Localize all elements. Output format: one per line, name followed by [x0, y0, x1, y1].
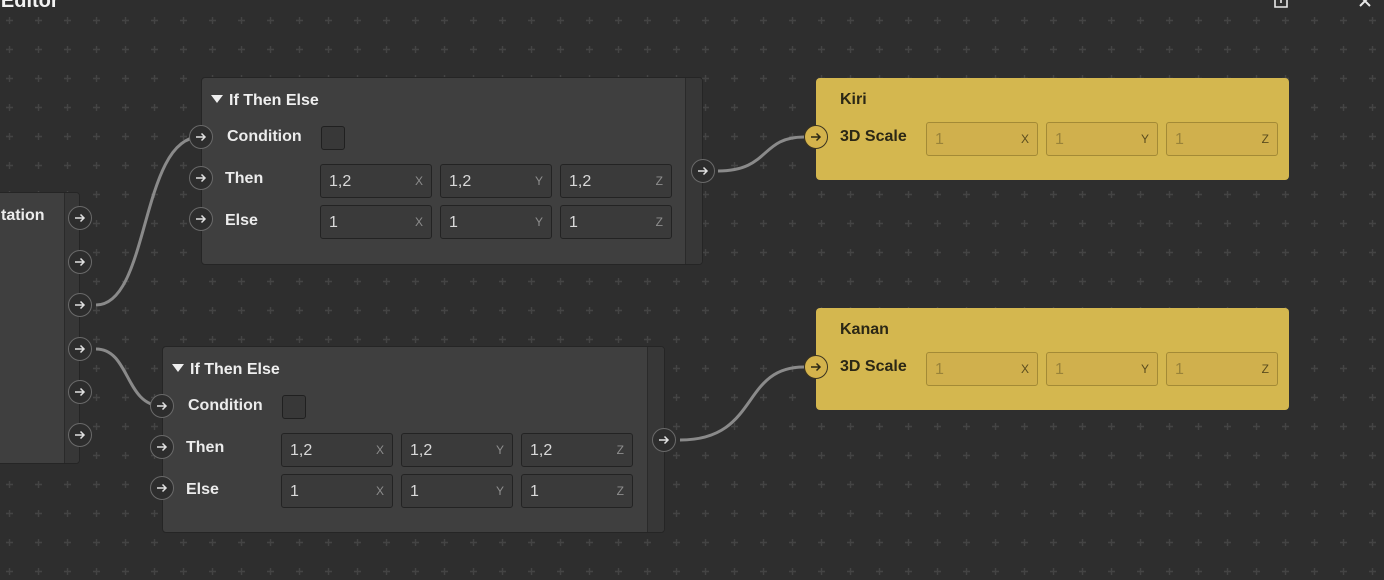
source-output-port-3[interactable]	[68, 293, 92, 317]
kiri-scale-label: 3D Scale	[840, 128, 907, 145]
if-1-else-port[interactable]	[189, 207, 213, 231]
if-1-output-port[interactable]	[691, 159, 715, 183]
kanan-scale-label: 3D Scale	[840, 358, 907, 375]
source-output-port-4[interactable]	[68, 337, 92, 361]
if-1-condition-port[interactable]	[189, 125, 213, 149]
then-label: Then	[186, 439, 225, 456]
source-output-port-5[interactable]	[68, 380, 92, 404]
condition-label: Condition	[188, 397, 263, 414]
export-icon[interactable]	[1272, 0, 1290, 10]
condition-label: Condition	[227, 128, 302, 145]
source-output-port-2[interactable]	[68, 250, 92, 274]
window-title: ch Editor	[0, 0, 59, 12]
else-label: Else	[186, 481, 219, 498]
source-node-label: tation	[1, 207, 45, 224]
collapse-triangle-icon[interactable]	[172, 364, 184, 372]
then-label: Then	[225, 170, 264, 187]
node-title: If Then Else	[172, 361, 280, 379]
condition-checkbox[interactable]	[282, 395, 306, 419]
source-output-port-1[interactable]	[68, 206, 92, 230]
kiri-node-title: Kiri	[840, 91, 867, 108]
if-2-else-port[interactable]	[150, 476, 174, 500]
kiri-scale-input-port[interactable]	[804, 125, 828, 149]
condition-checkbox[interactable]	[321, 126, 345, 150]
if-2-condition-port[interactable]	[150, 394, 174, 418]
collapse-triangle-icon[interactable]	[211, 95, 223, 103]
node-title: If Then Else	[211, 92, 319, 110]
source-output-port-6[interactable]	[68, 423, 92, 447]
close-icon[interactable]	[1356, 0, 1374, 10]
if-2-then-port[interactable]	[150, 435, 174, 459]
kanan-node-title: Kanan	[840, 321, 889, 338]
if-1-then-port[interactable]	[189, 166, 213, 190]
else-label: Else	[225, 212, 258, 229]
source-node[interactable]: tation	[0, 192, 80, 464]
if-2-output-port[interactable]	[652, 428, 676, 452]
kanan-scale-input-port[interactable]	[804, 355, 828, 379]
